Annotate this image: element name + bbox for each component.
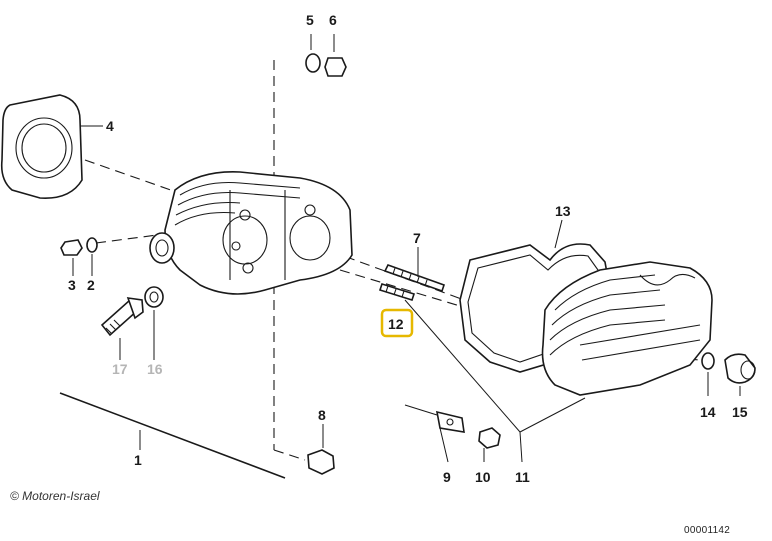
valve-cover [541,261,713,396]
leader-12-11 [404,299,521,433]
part-9-clip [435,410,465,433]
leader-11b [519,397,586,433]
label-16: 16 [147,361,163,377]
part-3-nut [60,239,83,256]
diagram-id: 00001142 [684,525,731,536]
label-6: 6 [329,12,337,28]
part-17-bolt [100,297,144,337]
label-4: 4 [106,118,114,134]
part-1-line [59,392,286,479]
part-16-washer [144,286,164,308]
copyright-text: © Motoren-Israel [10,489,100,503]
part-2-washer [86,237,98,253]
axis-to-nut [273,449,306,461]
part-15-capnut [724,353,756,384]
label-13: 13 [555,203,571,219]
label-7: 7 [413,230,421,246]
label-8: 8 [318,407,326,423]
label-3: 3 [68,277,76,293]
label-14: 14 [700,404,716,420]
part-14-washer [701,352,715,370]
part-7-stud [383,264,446,293]
label-2: 2 [87,277,95,293]
leader-11 [519,431,523,463]
leader-9 [439,427,449,463]
label-11: 11 [515,469,530,485]
part-10-nut [478,427,501,449]
gasket-axis [84,159,186,196]
part-6-nut [324,57,347,77]
stud-axis-2 [339,269,541,331]
cylinder-head [149,171,353,295]
label-5: 5 [306,12,314,28]
label-12: 12 [388,316,404,332]
highlight-box [380,308,414,338]
leader-13 [554,219,563,249]
label-17: 17 [112,361,128,377]
part-5-washer [305,53,321,73]
label-10: 10 [475,469,491,485]
label-9: 9 [443,469,451,485]
part-8-nut [307,449,335,475]
part-4-gasket [0,94,83,199]
label-1: 1 [134,452,142,468]
part-12-stud [378,283,416,301]
clip-axis [404,404,438,416]
label-15: 15 [732,404,748,420]
